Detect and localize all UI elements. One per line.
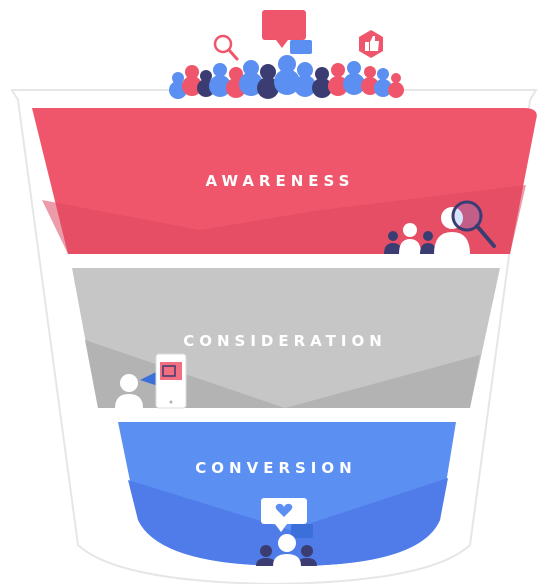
consideration-label: CONSIDERATION bbox=[183, 332, 387, 350]
top-crowd bbox=[169, 55, 404, 99]
person-phone-icon bbox=[115, 353, 187, 409]
search-icon bbox=[213, 34, 239, 61]
conversion-label: CONVERSION bbox=[195, 459, 357, 477]
chat-bubble-icon bbox=[262, 10, 312, 54]
conversion-band bbox=[118, 422, 456, 566]
customer-like-icon bbox=[256, 498, 317, 566]
thumbs-up-icon bbox=[359, 30, 383, 58]
awareness-band bbox=[32, 108, 537, 254]
awareness-label: AWARENESS bbox=[205, 172, 355, 190]
audience-search-icon bbox=[384, 200, 496, 254]
